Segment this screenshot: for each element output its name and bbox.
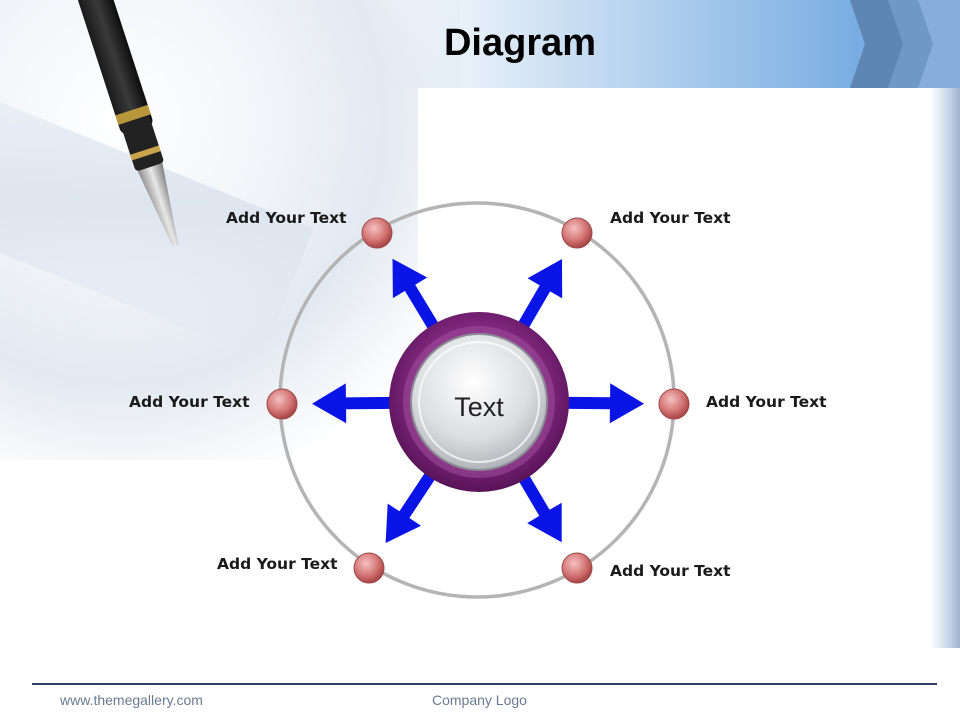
right-edge-stripe — [930, 88, 960, 648]
center-hub — [389, 312, 569, 492]
node-label-bottom-right: Add Your Text — [610, 562, 731, 580]
arrow-top-right — [513, 259, 563, 336]
arrow-left — [312, 383, 400, 424]
node-dot-left — [266, 388, 298, 420]
node-label-top-right: Add Your Text — [610, 209, 731, 227]
node-dot-bottom-left — [353, 552, 385, 584]
pen-illustration — [77, 0, 179, 247]
spoke-arrows — [312, 258, 644, 543]
center-label: Text — [454, 392, 504, 422]
node-label-top-left: Add Your Text — [226, 209, 347, 227]
arrow-bottom-right — [514, 467, 562, 543]
arrow-top-left — [392, 258, 443, 337]
node-dot-top-left — [361, 217, 393, 249]
arrow-right — [558, 383, 644, 424]
slide-title: Diagram — [443, 22, 597, 64]
footer-url: www.themegallery.com — [60, 692, 203, 708]
arrow-bottom-left — [385, 465, 440, 543]
ring-nodes — [266, 217, 690, 584]
node-label-bottom-left: Add Your Text — [217, 555, 338, 573]
header-chevrons — [850, 0, 960, 88]
node-dot-top-right — [561, 217, 593, 249]
node-label-right: Add Your Text — [706, 393, 827, 411]
node-dot-bottom-right — [561, 552, 593, 584]
node-dot-right — [658, 388, 690, 420]
node-label-left: Add Your Text — [129, 393, 250, 411]
footer-company-logo: Company Logo — [432, 692, 527, 708]
footer-divider — [32, 683, 937, 685]
